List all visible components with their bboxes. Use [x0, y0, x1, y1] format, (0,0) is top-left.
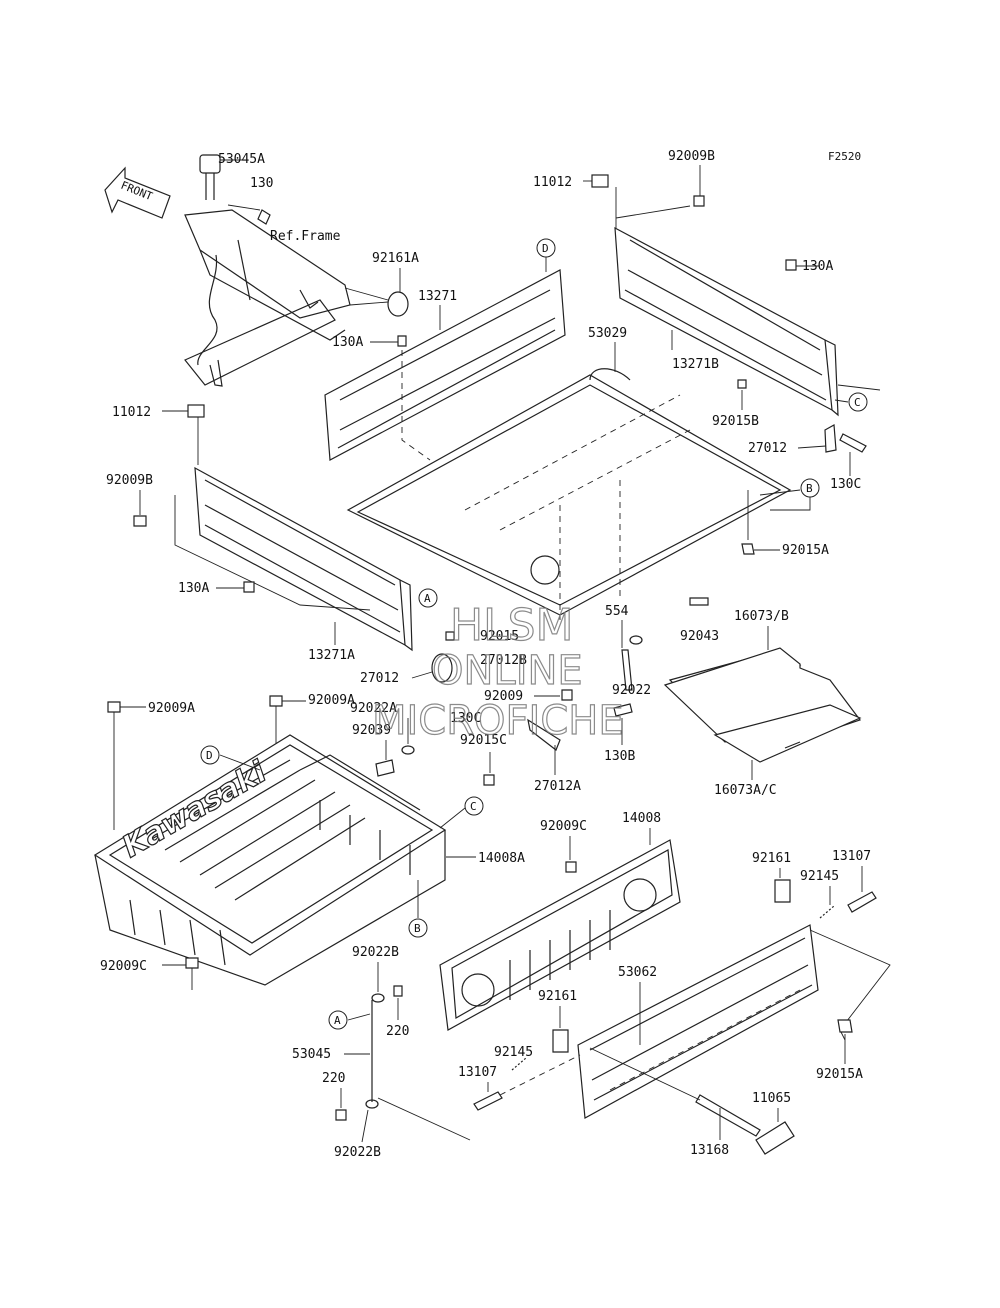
- label-554: 554: [605, 604, 629, 619]
- tailgate-inner-14008: [439, 839, 681, 1031]
- label-92009A-left: 92009A: [148, 701, 195, 716]
- cap-11012-left: [187, 404, 205, 418]
- rod-13168: [695, 1094, 761, 1137]
- callout-c-bed: C: [470, 800, 477, 813]
- label-92043: 92043: [680, 629, 719, 644]
- label-92009C-mid: 92009C: [540, 819, 587, 834]
- label-130A-left: 130A: [178, 581, 209, 596]
- label-92015-mid: 92015: [480, 629, 519, 644]
- label-53045: 53045: [292, 1047, 331, 1062]
- pin-554: [621, 649, 633, 691]
- side-rail-13271: D: [324, 238, 566, 461]
- figure-code: F2520: [828, 150, 861, 163]
- lock-53045A: [199, 154, 271, 225]
- bracket-27012-right: [824, 424, 837, 453]
- label-130C: 130C: [830, 477, 861, 492]
- label-92039: 92039: [352, 723, 391, 738]
- bracket-27012-mid: [431, 653, 453, 683]
- callout-d-top: D: [542, 242, 549, 255]
- watermark-line1: HLSM: [450, 600, 574, 651]
- label-11012-top: 11012: [533, 175, 572, 190]
- label-92009B-top: 92009B: [668, 149, 715, 164]
- label-92145-mid: 92145: [494, 1045, 533, 1060]
- label-13271: 13271: [418, 289, 457, 304]
- watermark: HLSM ONLINE MICROFICHE: [371, 599, 624, 744]
- label-220-bottom: 220: [322, 1071, 345, 1086]
- label-92145-right: 92145: [800, 869, 839, 884]
- label-53029: 53029: [588, 326, 627, 341]
- latch-92161-mid: [552, 1029, 569, 1053]
- label-92009C-left: 92009C: [100, 959, 147, 974]
- label-16073B: 16073/B: [734, 609, 789, 624]
- nut-92015B: [737, 379, 747, 389]
- label-130A-right: 130A: [802, 259, 833, 274]
- label-ref-frame: Ref.Frame: [270, 229, 341, 244]
- label-13168: 13168: [690, 1143, 729, 1158]
- label-130A-mid: 130A: [332, 335, 363, 350]
- label-220-top: 220: [386, 1024, 409, 1039]
- pin-13107-right: [847, 891, 877, 913]
- label-53062: 53062: [618, 965, 657, 980]
- callout-a-bottom: A: [334, 1014, 341, 1027]
- side-rail-13271B: [614, 226, 839, 417]
- label-92022A: 92022A: [350, 701, 397, 716]
- label-11012-left: 11012: [112, 405, 151, 420]
- callout-a-left: A: [424, 592, 431, 605]
- label-92161-right: 92161: [752, 851, 791, 866]
- tailgate-outer-53062: [577, 924, 819, 1119]
- bracket-27012A: [527, 718, 561, 751]
- label-92022B-top: 92022B: [352, 945, 399, 960]
- front-arrow: FRONT: [104, 166, 171, 219]
- callout-b-right: B: [806, 482, 813, 495]
- callout-b-bed: B: [414, 922, 421, 935]
- label-130C-mid: 130C: [450, 711, 481, 726]
- label-92009B-left: 92009B: [106, 473, 153, 488]
- grommet-92161A: [387, 291, 409, 317]
- label-14008A: 14008A: [478, 851, 525, 866]
- label-27012-mid: 27012: [360, 671, 399, 686]
- watermark-line2: ONLINE: [432, 648, 583, 694]
- callout-c-right: C: [854, 396, 861, 409]
- label-130-top: 130: [250, 176, 273, 191]
- label-92009A-mid: 92009A: [308, 693, 355, 708]
- label-92161A: 92161A: [372, 251, 419, 266]
- latch-92161-right: [774, 879, 791, 903]
- label-13271B: 13271B: [672, 357, 719, 372]
- mats-16073: [663, 647, 862, 763]
- label-13271A: 13271A: [308, 648, 355, 663]
- bolt-130C: [839, 433, 867, 453]
- label-27012-right: 27012: [748, 441, 787, 456]
- callout-d-bed: D: [206, 749, 213, 762]
- sleeve-11065: [755, 1121, 795, 1155]
- label-27012B: 27012B: [480, 653, 527, 668]
- label-130B: 130B: [604, 749, 635, 764]
- label-16073AC: 16073A/C: [714, 783, 777, 798]
- label-92022: 92022: [612, 683, 651, 698]
- pin-92043: [689, 597, 709, 606]
- label-27012A: 27012A: [534, 779, 581, 794]
- cap-11012-top: [591, 174, 609, 188]
- label-92161-mid: 92161: [538, 989, 577, 1004]
- label-53045A: 53045A: [218, 152, 265, 167]
- watermark-line3: MICROFICHE: [372, 698, 624, 744]
- label-92015A-right: 92015A: [782, 543, 829, 558]
- nut-92015A-right: [741, 543, 755, 555]
- label-92015A-bottom: 92015A: [816, 1067, 863, 1082]
- label-92015B: 92015B: [712, 414, 759, 429]
- label-13107-mid: 13107: [458, 1065, 497, 1080]
- floor-panel-53029: [346, 368, 792, 620]
- spring-92145-mid: [511, 1057, 527, 1071]
- pin-13107-mid: [473, 1091, 503, 1111]
- label-92009-mid: 92009: [484, 689, 523, 704]
- label-92015C: 92015C: [460, 733, 507, 748]
- label-14008: 14008: [622, 811, 661, 826]
- label-13107-right: 13107: [832, 849, 871, 864]
- spring-92145-right: [819, 905, 835, 919]
- label-11065: 11065: [752, 1091, 791, 1106]
- label-92022B-bottom: 92022B: [334, 1145, 381, 1160]
- side-rail-13271A: [174, 466, 413, 652]
